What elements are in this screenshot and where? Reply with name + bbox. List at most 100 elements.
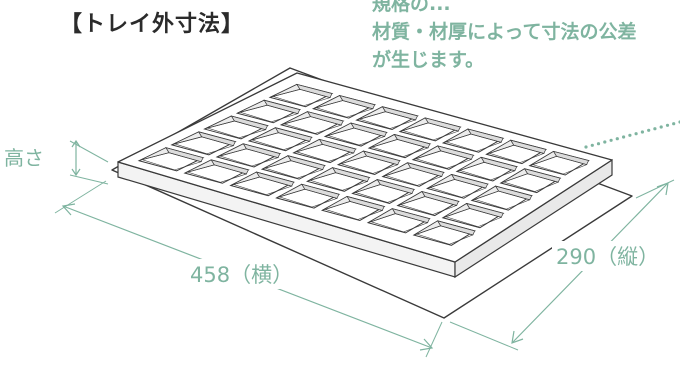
tray-cell — [425, 173, 489, 199]
leader-dot — [653, 127, 657, 131]
tray-cell — [412, 220, 477, 246]
tray-cell — [499, 168, 562, 194]
cell-floor — [327, 127, 386, 146]
tray-cell — [381, 162, 445, 187]
height-dimension-label: 高さ — [4, 142, 44, 171]
depth-arrowhead-bottom — [511, 330, 524, 344]
cell-floor — [371, 139, 429, 157]
tray-cell — [275, 183, 341, 209]
tray-cell — [485, 139, 548, 165]
tray-cell — [247, 127, 313, 152]
leader-dot — [628, 133, 632, 137]
tray-cell — [170, 131, 237, 156]
leader-dot — [596, 142, 601, 146]
tray-cell — [305, 167, 371, 192]
cell-floor — [358, 111, 417, 129]
height-extension-line — [69, 174, 109, 185]
width-dimension-label: 458（横） — [186, 259, 298, 289]
cell-floor — [309, 172, 369, 191]
tray-cell — [229, 171, 295, 197]
tray-cell — [396, 191, 460, 217]
cell-floor — [415, 225, 474, 245]
leader-dot — [609, 138, 613, 142]
height-arrowhead-bottom — [71, 168, 81, 177]
cell-floor — [531, 156, 588, 175]
tray-cells — [137, 83, 590, 246]
tray-cell — [292, 138, 357, 164]
cell-floor — [488, 144, 545, 163]
tray-cell — [215, 143, 282, 168]
tray-cell — [311, 95, 377, 119]
cell-floor — [502, 173, 560, 192]
tray-cell — [320, 195, 386, 222]
tray-cell — [355, 106, 419, 131]
tolerance-note: 規格の... 材質・材厚によって寸法の公差 が生じます。 — [372, 0, 677, 74]
leader-dot — [665, 123, 670, 127]
cell-floor — [283, 116, 343, 134]
cell-floor — [384, 167, 443, 186]
note-line: 材質・材厚によって寸法の公差 — [372, 21, 637, 43]
depth-extension-line — [449, 321, 519, 351]
cell-floor — [239, 104, 299, 123]
height-arrowhead-top — [71, 139, 81, 148]
leader-dot — [659, 125, 663, 129]
tray-cell — [367, 133, 432, 159]
cell-floor — [445, 133, 503, 152]
tray-cell — [268, 83, 334, 108]
cell-floor — [324, 201, 384, 220]
callout-leader — [584, 120, 680, 149]
cell-floor — [414, 150, 473, 169]
leader-dot — [615, 137, 619, 141]
tray-cell — [336, 150, 401, 176]
tray-cell — [235, 99, 302, 124]
tray-cell — [411, 145, 475, 170]
tray-cell — [203, 115, 269, 140]
cell-floor — [429, 179, 487, 198]
tray-cell — [528, 150, 590, 176]
width-arrowhead-right — [419, 338, 434, 351]
tray-cell — [183, 159, 250, 184]
cell-floor — [315, 100, 374, 118]
leader-dot — [584, 145, 588, 149]
tray-cell — [455, 156, 519, 182]
note-line: 規格の... — [372, 0, 451, 15]
tray-cell — [323, 122, 388, 147]
leader-dot — [622, 135, 626, 139]
cell-floor — [340, 155, 399, 174]
cell-floor — [206, 120, 267, 139]
width-extension-line — [425, 321, 443, 358]
cell-floor — [218, 148, 279, 167]
cell-floor — [251, 132, 311, 151]
tray-cell — [260, 155, 326, 180]
tray-cell — [441, 128, 505, 153]
depth-dimension-label: 290（縦） — [552, 241, 664, 271]
cell-floor — [473, 190, 531, 210]
leader-dot — [640, 130, 645, 134]
leader-dot — [634, 132, 638, 136]
cell-floor — [264, 160, 324, 179]
page-title: 【トレイ外寸法】 — [60, 12, 245, 37]
width-arrowhead-left — [61, 203, 76, 216]
note-line: が生じます。 — [372, 49, 485, 71]
leader-dot — [603, 140, 607, 144]
cell-floor — [271, 89, 332, 107]
depth-extension-line — [635, 179, 675, 199]
cell-floor — [370, 213, 429, 233]
height-extension-line — [69, 140, 109, 163]
tray-cell — [441, 202, 505, 229]
tray-cell — [279, 111, 345, 135]
cell-floor — [232, 176, 293, 195]
cell-floor — [173, 136, 235, 155]
cell-floor — [458, 162, 516, 181]
leader-dot — [672, 122, 676, 126]
tray-cell — [351, 179, 416, 204]
cell-floor — [399, 196, 458, 215]
leader-dot — [590, 143, 594, 147]
cell-floor — [140, 152, 203, 171]
leader-dot — [647, 128, 651, 132]
tray-cell — [470, 185, 533, 211]
tray-cell — [398, 117, 462, 142]
cell-floor — [278, 188, 338, 208]
tray-cell — [366, 208, 431, 234]
